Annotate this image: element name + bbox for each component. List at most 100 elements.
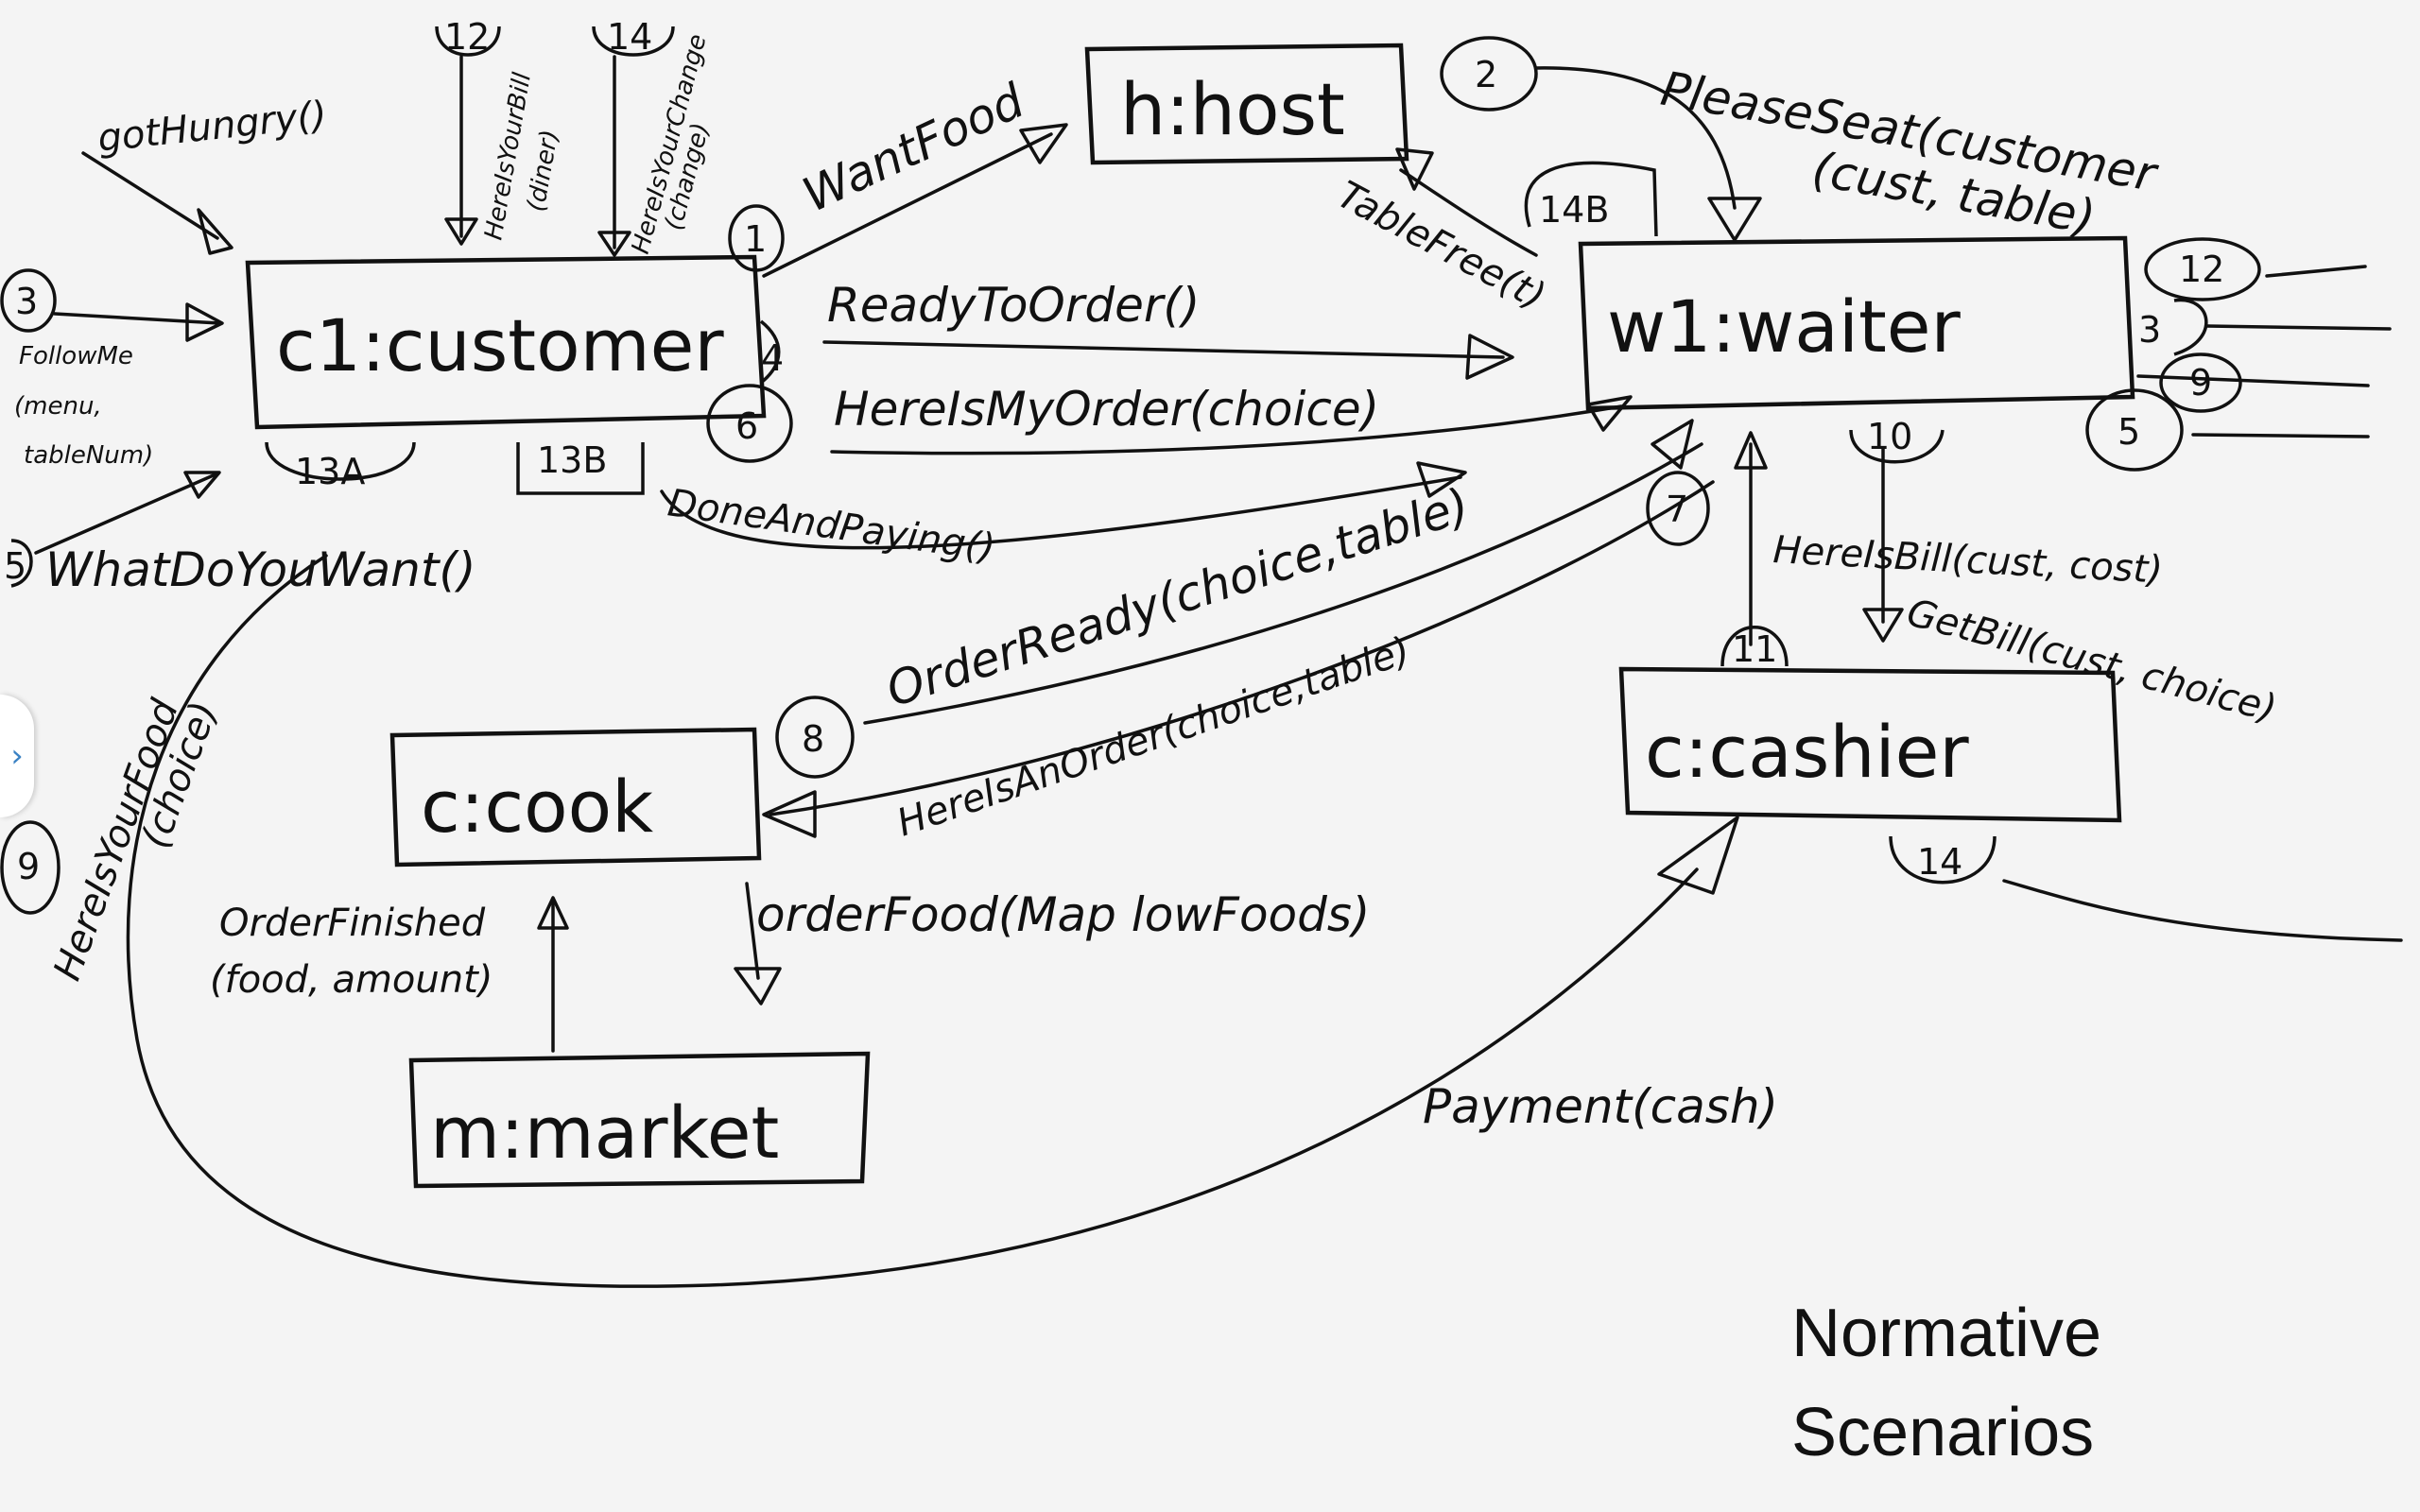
- step-7-circle: [1646, 471, 1710, 546]
- step-10-bracket: [1849, 429, 1945, 464]
- follow-me-label: FollowMe: [19, 342, 133, 370]
- here-is-my-order-label: HereIsMyOrder(choice): [834, 382, 1379, 437]
- step-1-circle: [728, 204, 785, 272]
- step-12: 12: [444, 16, 490, 58]
- arrowhead: [1657, 816, 1739, 895]
- step-5: 5: [4, 545, 26, 587]
- arrowhead: [185, 302, 224, 342]
- waiter-label: w1:waiter: [1607, 284, 1962, 369]
- ready-to-order-label: ReadyToOrder(): [827, 278, 1200, 333]
- done-and-paying-label: DoneAndPaying(): [666, 481, 998, 570]
- follow-me-arg: (menu,: [14, 392, 102, 421]
- what-do-you-want-label: WhatDoYouWant(): [45, 542, 475, 597]
- payment-label: Payment(cash): [1423, 1079, 1778, 1134]
- step-3: 3: [15, 281, 38, 322]
- message-labels: gotHungry() HereIsYourBill (diner) HereI…: [14, 31, 2281, 1134]
- cashier-object: c:cashier: [1618, 666, 2122, 823]
- cashier-label: c:cashier: [1645, 710, 1969, 794]
- step-11-bracket: [1720, 626, 1789, 667]
- arrowhead: [1734, 431, 1768, 470]
- arrowhead: [1019, 123, 1068, 164]
- waiter-stub-5: [2191, 433, 2370, 438]
- host-object: h:host: [1084, 43, 1409, 165]
- step-12b-circle: [2144, 237, 2261, 301]
- arrowhead: [183, 471, 221, 499]
- step-2-circle: [1440, 36, 1538, 112]
- arrowhead: [597, 231, 631, 257]
- step-3b-bracket: [2173, 298, 2208, 356]
- step-11: 11: [1732, 628, 1777, 670]
- chevron-right-icon: ›: [10, 737, 24, 775]
- got-hungry-label: gotHungry(): [95, 94, 329, 161]
- step-12-bracket: [435, 26, 501, 57]
- here-is-your-bill-arg: (diner): [522, 128, 564, 214]
- step-3b: 3: [2138, 309, 2161, 351]
- order-ready-label: OrderReady(choice,table): [880, 477, 1476, 717]
- ready-to-order-arrow: [822, 340, 1505, 359]
- want-food-arrow: [762, 132, 1053, 278]
- step-7: 7: [1666, 489, 1688, 530]
- step-13b: 13B: [537, 439, 607, 481]
- step-14b: 14B: [1539, 189, 1609, 231]
- arrowhead: [1862, 608, 1904, 643]
- market-object: m:market: [408, 1051, 871, 1189]
- step-14: 14: [607, 16, 652, 58]
- step-14b-bracket: [1524, 161, 1658, 237]
- step-14c-bracket: [1889, 835, 1996, 885]
- here-is-your-bill-label: HereIsYourBill: [479, 70, 537, 242]
- what-do-you-want-arrow: [34, 472, 217, 555]
- step-9: 9: [17, 846, 40, 887]
- arrowhead: [1651, 419, 1694, 470]
- step-1: 1: [744, 218, 767, 260]
- caption-line-1: Normative: [1791, 1296, 2101, 1371]
- arrowhead: [444, 217, 478, 246]
- follow-me-arg-2: tableNum): [24, 441, 153, 470]
- step-3-circle: [0, 268, 57, 333]
- arrowhead: [1395, 147, 1434, 191]
- order-finished-label: OrderFinished: [219, 902, 486, 945]
- arrowhead: [762, 790, 817, 838]
- step-8: 8: [802, 718, 824, 760]
- done-and-paying-arrow: [660, 475, 1462, 550]
- arrowhead: [1586, 395, 1633, 432]
- got-hungry-arrow: [81, 151, 219, 240]
- waiter-stub-9: [2136, 374, 2370, 387]
- table-free-arrow: [1399, 168, 1538, 257]
- step-9b: 9: [2189, 362, 2212, 404]
- arrowhead: [1465, 334, 1514, 380]
- follow-me-arrow: [53, 312, 221, 325]
- waiter-object: w1:waiter: [1578, 235, 2135, 411]
- step-6: 6: [735, 405, 758, 447]
- arrowhead: [197, 208, 233, 255]
- order-ready-arrow: [863, 442, 1703, 725]
- here-is-an-order-arrow: [769, 480, 1715, 816]
- step-markers: 1 2 3 3 4 5 5 6 7 8 9 9 10 11 12 12 13A: [0, 16, 2261, 915]
- side-panel-handle[interactable]: ›: [0, 695, 34, 817]
- step-8-circle: [775, 696, 855, 779]
- order-food-arrow: [745, 882, 760, 980]
- market-label: m:market: [430, 1091, 779, 1175]
- step-14c: 14: [1917, 841, 1962, 883]
- step-10: 10: [1867, 416, 1912, 457]
- waiter-stub-12: [2265, 265, 2367, 278]
- cook-label: c:cook: [421, 765, 653, 849]
- arrowhead: [537, 896, 569, 930]
- caption-line-2: Scenarios: [1791, 1395, 2094, 1470]
- order-food-label: orderFood(Map lowFoods): [756, 887, 1370, 942]
- step-9-circle: [0, 820, 60, 915]
- arrowhead: [734, 967, 782, 1005]
- step-5b: 5: [2118, 411, 2140, 453]
- step-4: 4: [761, 337, 784, 379]
- step-5b-circle: [2085, 388, 2184, 472]
- arrowhead: [1707, 197, 1762, 242]
- step-2: 2: [1475, 54, 1497, 95]
- step-13b-bracket: [516, 442, 645, 495]
- here-is-bill-label: HereIsBill(cust, cost): [1772, 528, 2163, 593]
- cashier-stub-14: [2002, 879, 2403, 942]
- payment-arrow: [126, 554, 1699, 1288]
- host-label: h:host: [1120, 67, 1345, 151]
- step-6-circle: [706, 384, 793, 463]
- step-13a: 13A: [295, 451, 365, 492]
- diagram-caption: Normative Scenarios: [1791, 1296, 2101, 1470]
